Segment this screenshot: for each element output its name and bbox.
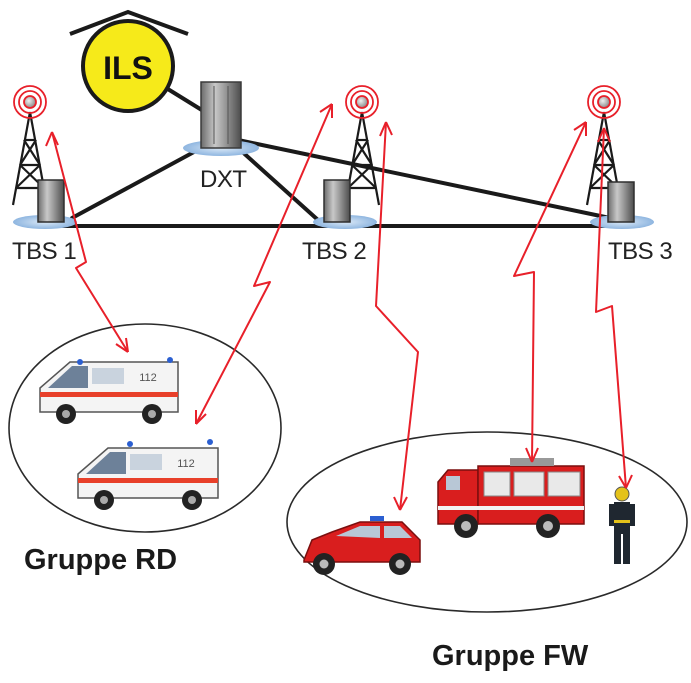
dxt-node <box>183 81 259 156</box>
ils-roof <box>69 9 189 36</box>
fire-engine <box>437 458 585 538</box>
group-rd-label: Gruppe RD <box>24 544 178 576</box>
ambulance-2: 112 <box>77 439 219 510</box>
tbs1-station <box>11 85 77 229</box>
firefighter <box>609 486 635 564</box>
group-fw-label: Gruppe FW <box>432 640 589 672</box>
tbs3-label: TBS 3 <box>608 238 673 265</box>
ambulance-2-number: 112 <box>177 458 195 470</box>
ambulance-1-number: 112 <box>139 372 157 384</box>
group-fw-ellipse <box>286 431 688 613</box>
dxt-label: DXT <box>200 166 247 193</box>
link-dxt-tbs3 <box>236 138 612 220</box>
group-rd-ellipse <box>8 323 282 533</box>
tbs2-label: TBS 2 <box>302 238 367 265</box>
tbs2-cabinet <box>323 179 351 223</box>
command-car <box>303 516 421 575</box>
radio-link-tbs3-engine <box>513 121 587 463</box>
radio-link-tbs2-car <box>375 121 419 511</box>
tbs3-cabinet <box>607 181 635 223</box>
ambulance-1: 112 <box>39 357 179 424</box>
tbs1-label: TBS 1 <box>12 238 77 265</box>
radio-link-tbs2-amb2 <box>195 103 333 425</box>
link-dxt-tbs1 <box>70 144 207 220</box>
tbs2-station <box>313 85 381 229</box>
radio-link-tbs3-firefighter <box>595 127 627 489</box>
radio-link-tbs1-amb1 <box>51 131 129 353</box>
radio-links <box>45 103 633 511</box>
ils-node: ILS <box>69 9 189 113</box>
ils-circle <box>81 19 175 113</box>
tbs1-antenna-waves <box>13 85 47 119</box>
ils-label: ILS <box>103 50 153 86</box>
link-dxt-tbs2 <box>236 146 320 222</box>
tbs3-station <box>585 85 654 229</box>
tbs1-cabinet <box>37 179 65 223</box>
dxt-cabinet <box>200 81 242 149</box>
tbs2-antenna-waves <box>345 85 379 119</box>
tbs3-antenna-waves <box>587 85 621 119</box>
